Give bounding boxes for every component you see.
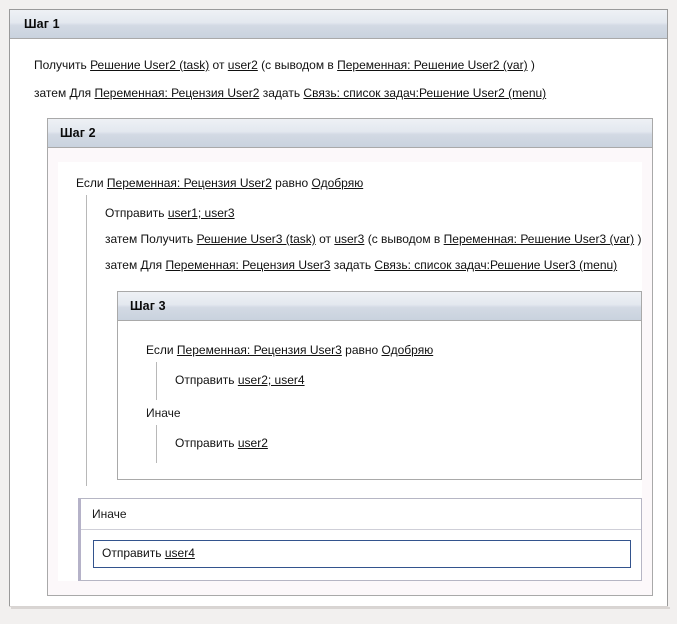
statement-text: (с выводом в (257, 58, 338, 72)
statement-link[interactable]: Переменная: Решение User2 (var) (337, 58, 528, 72)
statement-text: (с выводом в (364, 232, 444, 246)
step1-panel: Шаг 1 Получить Решение User2 (task) от u… (9, 9, 668, 606)
statement-text: от (315, 232, 335, 246)
step2-content-card: Если Переменная: Рецензия User2 равно Од… (58, 162, 642, 581)
statement-text: ) (527, 58, 535, 72)
statement-link[interactable]: Переменная: Рецензия User3 (165, 258, 331, 272)
step2-wrapper: Шаг 2 Если Переменная: Рецензия User2 ра… (47, 118, 653, 596)
statement-text: задать (259, 86, 304, 100)
statement-link[interactable]: Решение User3 (task) (196, 232, 316, 246)
statement-text: Получить (34, 58, 91, 72)
statement-text: Если (76, 176, 107, 190)
step3-panel: Шаг 3 Если Переменная: Рецензия User3 ра… (117, 291, 642, 480)
statement-row[interactable]: Отправить user2 (175, 431, 631, 457)
statement-text: Отправить (175, 436, 238, 450)
statement-text: затем Для (105, 258, 166, 272)
step1-body: Получить Решение User2 (task) от user2 (… (10, 39, 667, 606)
statement-link[interactable]: Переменная: Рецензия User2 (106, 176, 272, 190)
statement-text: равно (271, 176, 312, 190)
statement-link[interactable]: Связь: список задач:Решение User3 (menu) (374, 258, 618, 272)
step1-header[interactable]: Шаг 1 (10, 10, 667, 39)
statement-row[interactable]: затем Получить Решение User3 (task) от u… (105, 227, 642, 253)
step3-body: Если Переменная: Рецензия User3 равно Од… (118, 321, 641, 479)
statement-text: задать (330, 258, 375, 272)
step2-header[interactable]: Шаг 2 (48, 119, 652, 148)
statement-text: равно (341, 343, 382, 357)
statement-row[interactable]: Отправить user1; user3 (105, 201, 642, 227)
else-container: Иначе Отправить user4 (78, 498, 642, 581)
else-branch-body: Отправить user4 (81, 530, 641, 580)
statement-link[interactable]: Одобряю (381, 343, 434, 357)
statement-row[interactable]: Получить Решение User2 (task) от user2 (… (34, 52, 653, 80)
statement-link[interactable]: user4 (164, 546, 195, 560)
statement-link[interactable]: Одобряю (311, 176, 364, 190)
statement-link[interactable]: user1; user3 (167, 206, 235, 220)
statement-text: затем Получить (105, 232, 197, 246)
step2-panel: Шаг 2 Если Переменная: Рецензия User2 ра… (47, 118, 653, 596)
statement-link[interactable]: Переменная: Рецензия User2 (94, 86, 260, 100)
step2-else-wrapper: Иначе Отправить user4 (78, 498, 642, 581)
statement-row[interactable]: затем Для Переменная: Рецензия User2 зад… (34, 80, 653, 108)
statement-text: от (209, 58, 228, 72)
step2-body: Если Переменная: Рецензия User2 равно Од… (48, 148, 652, 595)
statement-link[interactable]: Решение User2 (task) (90, 58, 210, 72)
statement-text: Если (146, 343, 177, 357)
if-branch-body: Отправить user2; user4 (156, 362, 631, 400)
statement-link[interactable]: Переменная: Решение User3 (var) (443, 232, 635, 246)
else-branch-body: Отправить user2 (156, 425, 631, 463)
statement-link[interactable]: user2; user4 (237, 373, 305, 387)
statement-text: ) (634, 232, 642, 246)
condition-else[interactable]: Иначе (146, 406, 181, 420)
statement-row[interactable]: Отправить user2; user4 (175, 368, 631, 394)
statement-text: Отправить (175, 373, 238, 387)
statement-row[interactable]: затем Для Переменная: Рецензия User3 зад… (105, 253, 642, 279)
statement-text: затем Для (34, 86, 95, 100)
condition-else[interactable]: Иначе (81, 499, 641, 530)
statement-text: Отправить (102, 546, 165, 560)
if-branch-body: Отправить user1; user3 затем Получить Ре… (86, 195, 642, 486)
statement-row-selected[interactable]: Отправить user4 (93, 540, 631, 568)
statement-link[interactable]: user2 (227, 58, 258, 72)
statement-link[interactable]: user3 (334, 232, 365, 246)
condition-if[interactable]: Если Переменная: Рецензия User3 равно Од… (128, 337, 631, 362)
frame-shadow (11, 607, 670, 609)
statement-link[interactable]: Связь: список задач:Решение User2 (menu) (303, 86, 547, 100)
statement-link[interactable]: Переменная: Рецензия User3 (176, 343, 342, 357)
statement-link[interactable]: user2 (237, 436, 268, 450)
condition-if[interactable]: Если Переменная: Рецензия User2 равно Од… (58, 170, 642, 195)
step3-header[interactable]: Шаг 3 (118, 292, 641, 321)
statement-text: Отправить (105, 206, 168, 220)
step3-wrapper: Шаг 3 Если Переменная: Рецензия User3 ра… (117, 291, 642, 480)
